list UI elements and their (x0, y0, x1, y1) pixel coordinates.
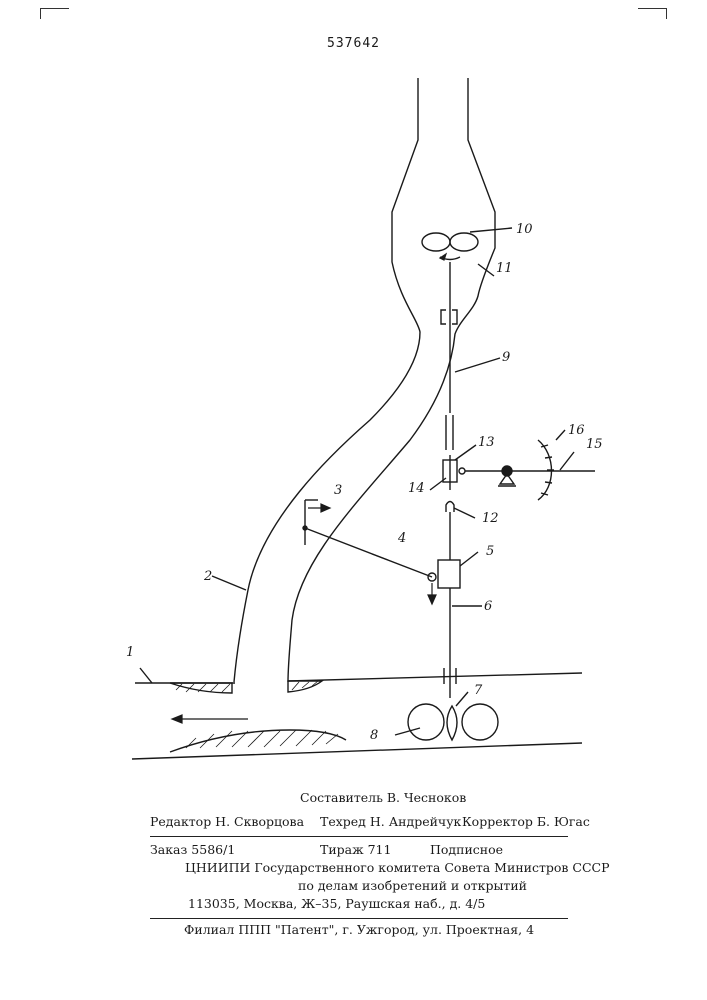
ground-line-right (288, 673, 582, 681)
box-5 (438, 560, 460, 588)
label-11: 11 (496, 261, 513, 276)
rule-bottom (150, 918, 568, 919)
rule-top (150, 836, 568, 837)
order-line: Заказ 5586/1 (150, 842, 235, 857)
wheel-8-left (408, 704, 444, 740)
fan-10-left-blade (422, 233, 450, 251)
label-6: 6 (484, 599, 492, 614)
fan-10-right-blade (450, 233, 478, 251)
pipe-outline-left (234, 78, 420, 682)
rod-4 (305, 528, 432, 577)
label-10: 10 (516, 222, 533, 237)
pipe-outline-right (288, 78, 495, 682)
label-14: 14 (408, 481, 425, 496)
ground-mound-right (288, 681, 322, 692)
compiler-line: Составитель В. Чесноков (300, 790, 466, 805)
corrector-line: Корректор Б. Югас (462, 814, 590, 829)
circulation-line: Тираж 711 (320, 842, 391, 857)
label-13: 13 (478, 435, 495, 450)
label-9: 9 (502, 350, 510, 365)
branch-line: Филиал ППП "Патент", г. Ужгород, ул. Про… (184, 922, 534, 937)
bottom-line (132, 743, 582, 759)
label-1: 1 (126, 645, 134, 660)
org-line-2: по делам изобретений и открытий (298, 878, 527, 893)
gap-mark (441, 310, 457, 324)
label-16: 16 (568, 423, 585, 438)
element-12 (446, 502, 454, 513)
org-line-1: ЦНИИПИ Государственного комитета Совета … (185, 860, 610, 875)
label-8: 8 (370, 728, 378, 743)
subscription-line: Подписное (430, 842, 503, 857)
label-7: 7 (474, 683, 483, 698)
label-2: 2 (203, 569, 212, 584)
technical-drawing: 1 2 3 4 5 6 7 8 9 10 11 12 13 14 15 16 (0, 0, 707, 780)
label-4: 4 (397, 531, 406, 546)
propeller-7 (447, 706, 457, 740)
label-12: 12 (482, 511, 499, 526)
address-line: 113035, Москва, Ж–35, Раушская наб., д. … (188, 896, 485, 911)
label-5: 5 (486, 544, 494, 559)
label-15: 15 (586, 437, 603, 452)
wheel-8-right (462, 704, 498, 740)
editor-line: Редактор Н. Скворцова (150, 814, 304, 829)
techred-line: Техред Н. Андрейчук (320, 814, 461, 829)
label-3: 3 (334, 483, 342, 498)
riverbed-mound (170, 730, 346, 752)
